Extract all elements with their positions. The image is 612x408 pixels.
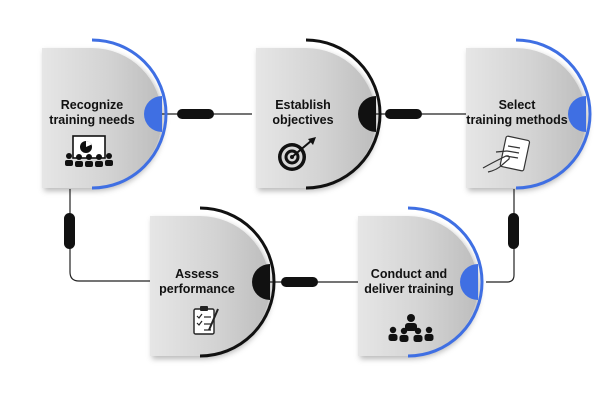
step-5-title-line1: Conduct and bbox=[370, 267, 448, 281]
step-label-assess: Assess performance bbox=[122, 267, 272, 297]
group-meeting-icon bbox=[388, 314, 434, 342]
hand-tablet-icon bbox=[482, 135, 531, 173]
step-4-title-line2: performance bbox=[159, 282, 235, 296]
connector-1-4 bbox=[64, 189, 150, 282]
step-card-recognize bbox=[42, 38, 168, 190]
step-3-title-line1: Select bbox=[498, 98, 536, 112]
clipboard-checklist-icon bbox=[193, 306, 219, 335]
step-2-title-line2: objectives bbox=[272, 113, 334, 127]
step-label-select: Select training methods bbox=[442, 98, 592, 128]
target-arrow-icon bbox=[278, 137, 316, 171]
step-4-title-line1: Assess bbox=[175, 267, 219, 281]
connector-3-5 bbox=[486, 189, 519, 283]
step-card-conduct bbox=[358, 206, 484, 358]
step-5-title-line2: deliver training bbox=[364, 282, 454, 296]
step-card-select bbox=[466, 38, 592, 190]
step-card-assess bbox=[150, 206, 276, 358]
connectors bbox=[64, 109, 519, 287]
step-label-conduct: Conduct and deliver training bbox=[334, 267, 484, 297]
connector-1-2 bbox=[162, 109, 252, 119]
step-label-recognize: Recognize training needs bbox=[17, 98, 167, 128]
presentation-audience-icon bbox=[65, 135, 113, 167]
step-2-title-line1: Establish bbox=[275, 98, 331, 112]
connector-5-4 bbox=[267, 277, 358, 287]
step-3-title-line2: training methods bbox=[466, 113, 568, 127]
step-label-establish: Establish objectives bbox=[228, 98, 378, 128]
step-card-establish bbox=[256, 38, 382, 190]
step-1-title-line2: training needs bbox=[49, 113, 135, 127]
connector-2-3 bbox=[376, 109, 466, 119]
step-1-title-line1: Recognize bbox=[60, 98, 124, 112]
